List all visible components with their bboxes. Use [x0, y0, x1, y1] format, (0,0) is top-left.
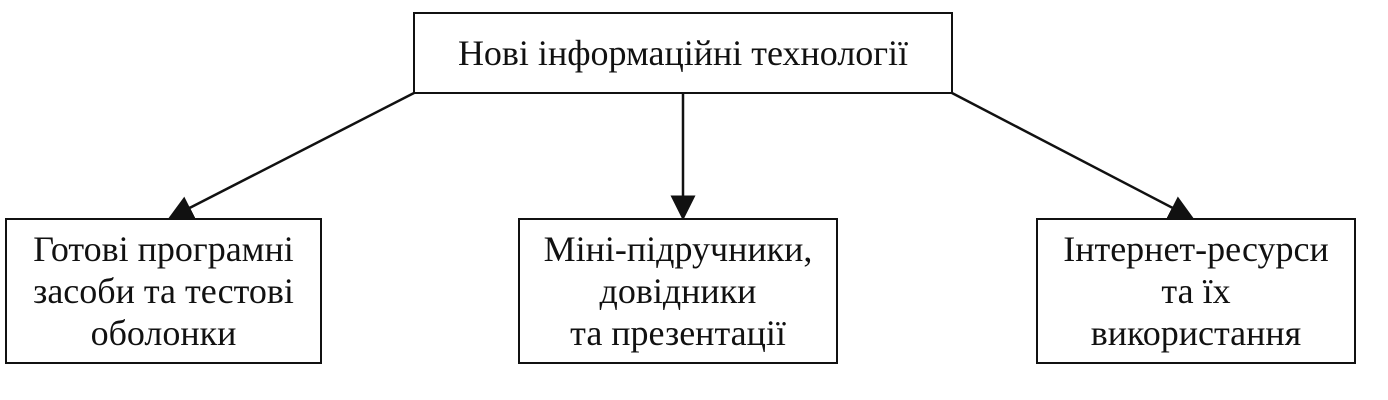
child-node-ready-software: Готові програмні засоби та тестові оболо…	[5, 218, 322, 364]
child-1-line-2: засоби та тестові	[33, 271, 294, 311]
child-2-line-2: довідники	[599, 271, 757, 311]
child-3-line-2: та їх	[1161, 271, 1231, 311]
child-2-line-1: Міні-підручники,	[543, 229, 813, 269]
arrow-to-child-3	[951, 91, 1195, 220]
child-2-line-3: та презентації	[570, 313, 786, 353]
arrow-to-child-1	[167, 91, 415, 220]
child-node-mini-textbooks: Міні-підручники, довідники та презентаці…	[518, 218, 838, 364]
root-node: Нові інформаційні технології	[413, 12, 953, 94]
child-1-line-1: Готові програмні	[33, 229, 294, 269]
child-1-line-3: оболонки	[90, 313, 237, 353]
root-label: Нові інформаційні технології	[457, 33, 909, 73]
child-3-line-1: Інтернет-ресурси	[1063, 229, 1329, 269]
child-3-line-3: використання	[1090, 313, 1302, 353]
child-node-internet-resources: Інтернет-ресурси та їх використання	[1036, 218, 1356, 364]
